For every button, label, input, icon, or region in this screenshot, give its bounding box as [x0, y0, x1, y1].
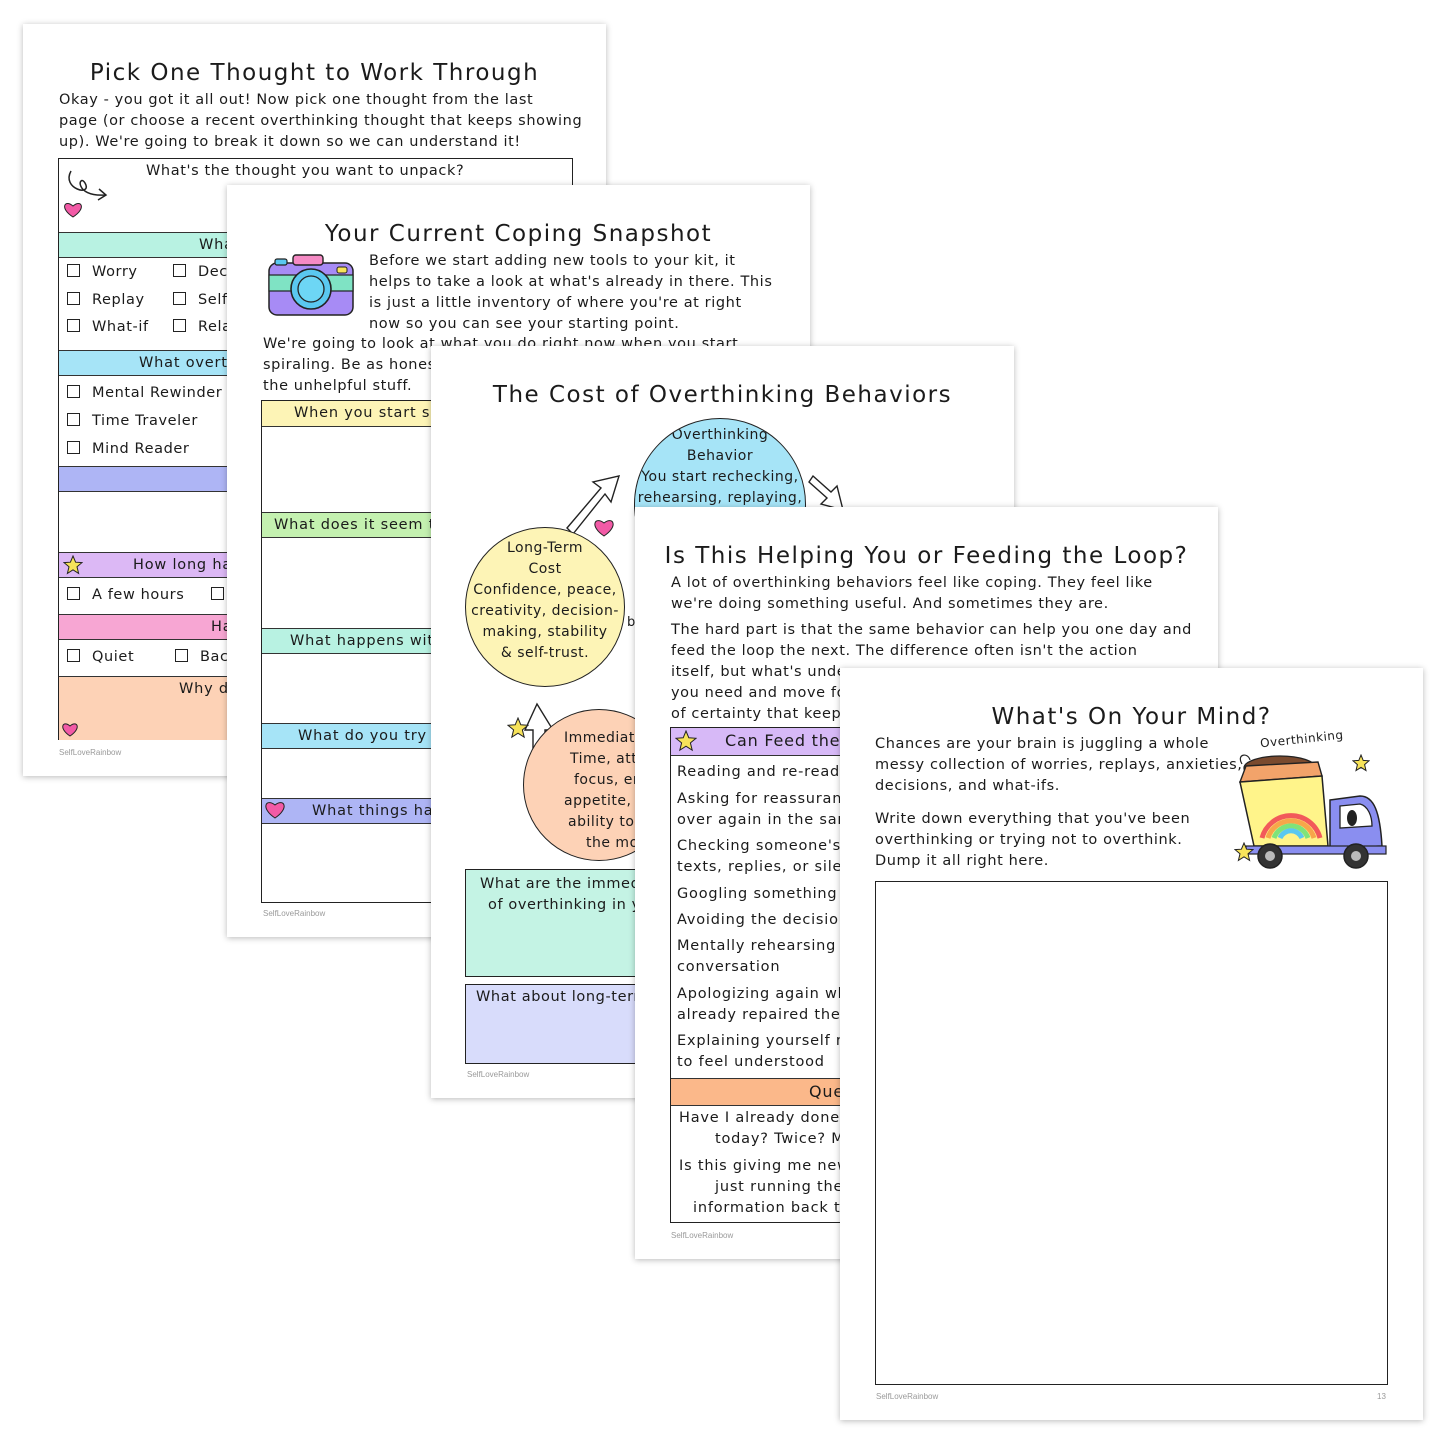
star-icon: [1352, 754, 1370, 772]
node-heading: Cost: [528, 561, 562, 577]
paragraph-line: you need and move for: [671, 685, 853, 701]
box-prompt: of overthinking in y: [488, 897, 641, 913]
intro-line: now so you can see your starting point.: [369, 316, 680, 332]
intro-line: is just a little inventory of where you'…: [369, 295, 742, 311]
checkbox-worry[interactable]: Worry: [67, 264, 138, 280]
node-text: making, stability: [482, 624, 608, 640]
star-icon: [63, 555, 83, 575]
box-prompt: What are the immedi: [480, 876, 646, 892]
heart-icon: [594, 520, 614, 537]
paragraph-line: Write down everything that you've been: [875, 811, 1191, 827]
star-icon: [1234, 842, 1254, 862]
footer-brand: SelfLoveRainbow: [671, 1231, 734, 1240]
camera-icon: [268, 254, 354, 316]
paragraph-line: feed the loop the next. The difference o…: [671, 643, 1138, 659]
heart-icon: [62, 723, 78, 737]
prompt-label: What's the thought you want to unpack?: [146, 163, 465, 179]
checkbox-replay[interactable]: Replay: [67, 292, 145, 308]
behavior-table: Can Feed the Reading and re-readin Askin…: [670, 727, 1186, 1223]
intro-line: page (or choose a recent overthinking th…: [59, 113, 583, 129]
behavior-item: conversation: [677, 959, 781, 975]
checkbox-a-few-hours[interactable]: A few hours: [67, 587, 184, 603]
paragraph-line: Chances are your brain is juggling a who…: [875, 736, 1210, 752]
page-title: Is This Helping You or Feeding the Loop?: [664, 543, 1189, 569]
behavior-item: Reading and re-readin: [677, 764, 855, 780]
checkbox-time-traveler[interactable]: Time Traveler: [67, 413, 198, 429]
curly-arrow-icon: [68, 170, 108, 201]
cycle-arrows: [523, 474, 844, 765]
node-text: rehearsing, replaying,: [637, 490, 803, 506]
behavior-item: Avoiding the decision: [677, 912, 849, 928]
paragraph-line: overthinking or trying not to overthink.: [875, 832, 1183, 848]
node-heading: Behavior: [686, 448, 754, 464]
paragraph-line: we're doing something useful. And someti…: [671, 596, 1109, 612]
page-title: Pick One Thought to Work Through: [89, 60, 540, 86]
dump-truck-icon: [1238, 754, 1387, 869]
behavior-item: Checking someone's t: [677, 838, 853, 854]
checkbox-what-if[interactable]: What-if: [67, 319, 149, 335]
behavior-item: to feel understood: [677, 1054, 825, 1070]
star-icon: [507, 717, 529, 739]
paragraph-line: messy collection of worries, replays, an…: [875, 757, 1243, 773]
footer-brand: SelfLoveRainbow: [467, 1070, 530, 1079]
node-text: You start rechecking,: [641, 469, 799, 485]
paragraph-line: decisions, and what-ifs.: [875, 778, 1060, 794]
page-number: 13: [1377, 1392, 1386, 1401]
question-item: Is this giving me new: [679, 1158, 850, 1174]
behavior-item: texts, replies, or siler: [677, 859, 850, 875]
star-icon: [675, 730, 697, 752]
behavior-item: over again in the sam: [677, 812, 853, 828]
behavior-item: Apologizing again whe: [677, 986, 858, 1002]
node-text: Time, atten: [570, 751, 656, 767]
node-text: creativity, decision-: [471, 603, 619, 619]
checkbox-relationship[interactable]: Rela: [173, 319, 232, 335]
checkbox-decision[interactable]: Deci: [173, 264, 233, 280]
question-item: just running the: [715, 1179, 844, 1195]
checkbox-self[interactable]: Self: [173, 292, 228, 308]
question-item: today? Twice? M: [715, 1131, 845, 1147]
paragraph-line: The hard part is that the same behavior …: [671, 622, 1192, 638]
paragraph-line: of certainty that keep: [671, 706, 842, 722]
footer-brand: SelfLoveRainbow: [876, 1392, 939, 1401]
node-text: Confidence, peace,: [473, 582, 617, 598]
question-item: information back th: [693, 1200, 851, 1216]
node-text: ability to e: [568, 814, 649, 830]
page-title: Your Current Coping Snapshot: [324, 221, 713, 247]
paragraph-line: itself, but what's unde: [671, 664, 847, 680]
intro-line: Okay - you got it all out! Now pick one …: [59, 92, 534, 108]
behavior-item: Explaining yourself mu: [677, 1033, 861, 1049]
checkbox-quiet[interactable]: Quiet: [67, 649, 134, 665]
intro-line: helps to take a look at what's already i…: [369, 274, 773, 290]
page-title: The Cost of Overthinking Behaviors: [492, 382, 953, 408]
behavior-item: Asking for reassuranc: [677, 791, 852, 807]
question-item: Have I already done t: [679, 1110, 852, 1126]
node-heading: Long-Term: [506, 540, 584, 556]
footer-brand: SelfLoveRainbow: [59, 748, 122, 757]
page-title: What's On Your Mind?: [991, 704, 1272, 730]
node-heading: Overthinking: [671, 427, 769, 443]
truck-label: Overthinking: [1259, 727, 1345, 751]
intro-line: up). We're going to break it down so we …: [59, 134, 521, 150]
paragraph-line: Dump it all right here.: [875, 853, 1049, 869]
intro-line: spiraling. Be as honest: [263, 357, 443, 373]
behavior-item: already repaired the m: [677, 1007, 861, 1023]
heart-icon: [64, 203, 82, 218]
paragraph-line: A lot of overthinking behaviors feel lik…: [671, 575, 1153, 591]
behavior-item: Googling something mu: [677, 886, 868, 902]
checkbox-mental-rewinder[interactable]: Mental Rewinder: [67, 385, 222, 401]
intro-line: Before we start adding new tools to your…: [369, 253, 736, 269]
behavior-item: Mentally rehearsing e: [677, 938, 852, 954]
intro-line: the unhelpful stuff.: [263, 378, 413, 394]
heart-icon: [265, 802, 285, 819]
checkbox-mind-reader[interactable]: Mind Reader: [67, 441, 189, 457]
brain-dump-writing-area[interactable]: [875, 881, 1388, 1385]
cycle-node-long-term-cost: Long-Term Cost Confidence, peace, creati…: [465, 527, 625, 687]
node-text: & self-trust.: [500, 645, 590, 661]
node-text: appetite, sle: [564, 793, 658, 809]
worksheet-page-whats-on-your-mind: What's On Your Mind? Chances are your br…: [840, 668, 1423, 1420]
footer-brand: SelfLoveRainbow: [263, 909, 326, 918]
box-prompt: What about long-term: [476, 989, 649, 1005]
